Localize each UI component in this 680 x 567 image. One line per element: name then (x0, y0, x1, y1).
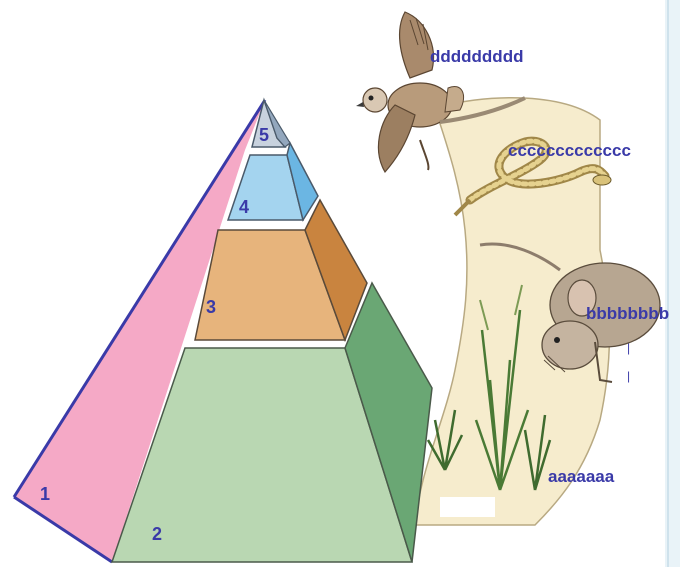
tick-mark-1: | (627, 341, 630, 355)
path-white-patch (440, 497, 495, 517)
level-number-5: 5 (259, 125, 269, 145)
level-number-2: 2 (152, 524, 162, 544)
mouse-label: bbbbbbbb (586, 304, 669, 323)
grass-label: aaaaaaa (548, 467, 615, 486)
level-number-1: 1 (40, 484, 50, 504)
level-number-3: 3 (206, 297, 216, 317)
level-number-4: 4 (239, 197, 249, 217)
tick-mark-2: | (627, 369, 630, 383)
snake-label: ccccccccccccc (508, 141, 631, 160)
hawk-label: ddddddddd (430, 47, 523, 66)
